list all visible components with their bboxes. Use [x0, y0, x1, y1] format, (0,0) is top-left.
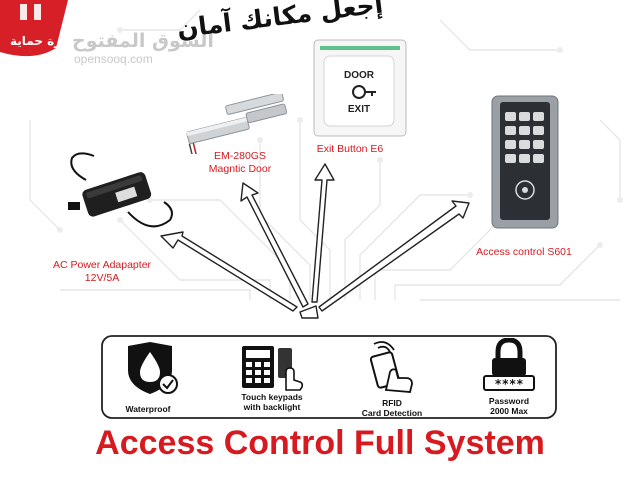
rfid-card-icon — [369, 341, 413, 393]
power-adapter-image — [68, 152, 173, 228]
product-label-magnetic-lock: EM-280GS Magntic Door — [196, 150, 284, 176]
keypad-reader-image — [491, 95, 559, 229]
watermark-sticker-text: أجهزة حماية — [10, 34, 83, 48]
arrow-to-magnetic-lock — [240, 182, 309, 308]
product-model: Access control S601 — [476, 246, 572, 258]
water-drop-shield-icon — [128, 342, 178, 394]
keypad-buttons — [505, 112, 544, 163]
product-model: Exit Button E6 — [316, 143, 384, 155]
watermark-brand-arabic: السوق المفتوح — [72, 30, 214, 52]
feature-label-waterproof: Waterproof — [125, 404, 171, 414]
product-label-access-control: Access control S601 — [462, 246, 586, 259]
touch-keypad-icon — [242, 346, 304, 391]
features-panel — [101, 335, 557, 419]
product-model: EM-280GS — [214, 150, 266, 162]
door-text: DOOR — [344, 70, 375, 81]
exit-button-image: DOOR EXIT — [313, 39, 407, 137]
feature-label-password: Password 2000 Max — [488, 396, 530, 416]
arrow-to-power-adapter — [160, 231, 298, 312]
arrow-to-exit-button — [311, 163, 335, 303]
opensooq-logo — [0, 0, 68, 57]
product-description: 12V/5A — [84, 272, 120, 284]
product-label-exit-button: Exit Button E6 — [300, 143, 400, 156]
product-model: AC Power Adapapter — [52, 259, 152, 271]
product-label-power-adapter: AC Power Adapapter 12V/5A — [42, 259, 162, 285]
password-mask: **** — [495, 377, 524, 391]
exit-text: EXIT — [348, 104, 370, 115]
arrow-to-keypad — [318, 200, 470, 312]
watermark-brand-url: opensooq.com — [74, 52, 153, 66]
main-title: Access Control Full System — [95, 424, 545, 462]
arrow-to-hub — [299, 305, 319, 319]
padlock-icon: **** — [483, 338, 535, 391]
product-description: Magntic Door — [208, 163, 272, 175]
feature-label-rfid: RFID Card Detection — [361, 398, 423, 418]
feature-label-touch-keypads: Touch keypads with backlight — [241, 392, 303, 412]
magnetic-lock-image — [186, 94, 288, 154]
